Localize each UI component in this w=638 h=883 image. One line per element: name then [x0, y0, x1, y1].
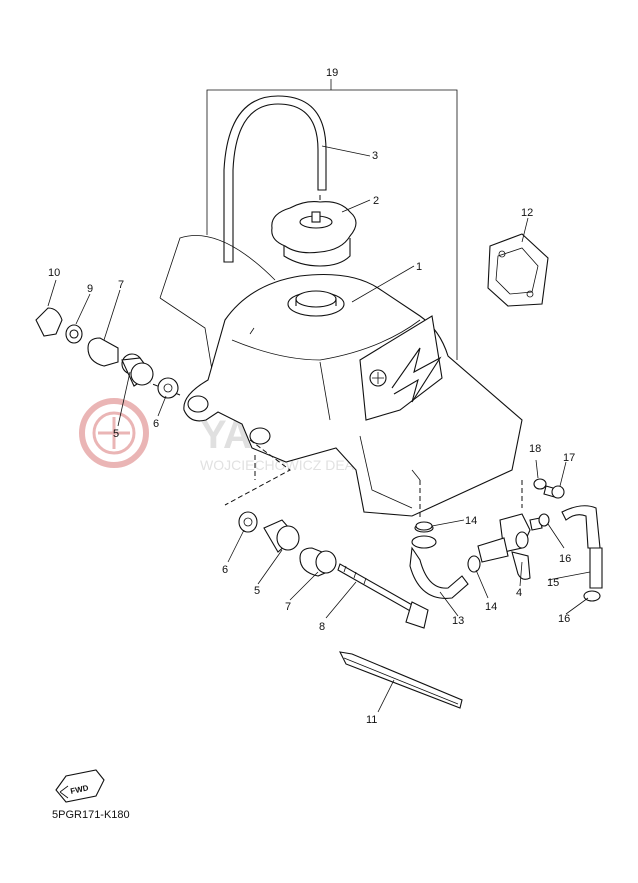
- assembly-bracket-19: [206, 79, 458, 360]
- callout-labels: 19 3 2 1 12 10 9 7 5 6 18 17 14 16 6 5 7…: [48, 67, 575, 726]
- leader-lines: [47, 145, 591, 713]
- callout-6-lower: 6: [222, 564, 228, 576]
- callout-5-lower: 5: [254, 585, 260, 597]
- drawing-code: 5PGR171-K180: [52, 809, 130, 821]
- callout-11: 11: [366, 714, 377, 726]
- fwd-label: FWD: [70, 783, 90, 796]
- callout-18: 18: [529, 443, 541, 455]
- fuel-cock: [477, 513, 543, 580]
- callout-16-lower: 16: [558, 613, 570, 625]
- callout-12: 12: [521, 207, 533, 219]
- callout-7-lower: 7: [285, 601, 291, 613]
- callout-7: 7: [118, 279, 124, 291]
- callout-4: 4: [516, 587, 522, 599]
- grommet-set-upper: [35, 307, 179, 399]
- hose-clamp-upper: [415, 521, 433, 531]
- callout-9: 9: [87, 283, 93, 295]
- callout-3: 3: [372, 150, 378, 162]
- fuel-cap: [271, 201, 357, 267]
- watermark-logo-icon: [79, 398, 149, 468]
- callout-13: 13: [452, 615, 464, 627]
- fuel-tank: [183, 274, 523, 517]
- fuel-hose-15: [538, 505, 603, 602]
- callout-8: 8: [319, 621, 325, 633]
- callout-19: 19: [326, 67, 338, 79]
- callout-14-upper: 14: [465, 515, 477, 527]
- callout-2: 2: [373, 195, 379, 207]
- tank-guard: [339, 651, 463, 709]
- callout-1: 1: [416, 261, 422, 273]
- callout-16-upper: 16: [559, 553, 571, 565]
- tank-bolt: [337, 563, 429, 629]
- fuel-cock-screws: [533, 478, 565, 499]
- callout-14-lower: 14: [485, 601, 497, 613]
- callout-17: 17: [563, 452, 575, 464]
- fuel-hose-13: [409, 523, 481, 599]
- breather-hose: [223, 95, 327, 263]
- tank-panel-outline: [159, 235, 276, 371]
- callout-6-upper: 6: [153, 418, 159, 430]
- callout-15: 15: [547, 577, 559, 589]
- callout-5-upper: 5: [113, 428, 119, 440]
- grommet-set-lower: [238, 511, 337, 577]
- fwd-arrow-icon: FWD: [55, 769, 105, 803]
- callout-10: 10: [48, 267, 60, 279]
- gasket: [487, 233, 549, 307]
